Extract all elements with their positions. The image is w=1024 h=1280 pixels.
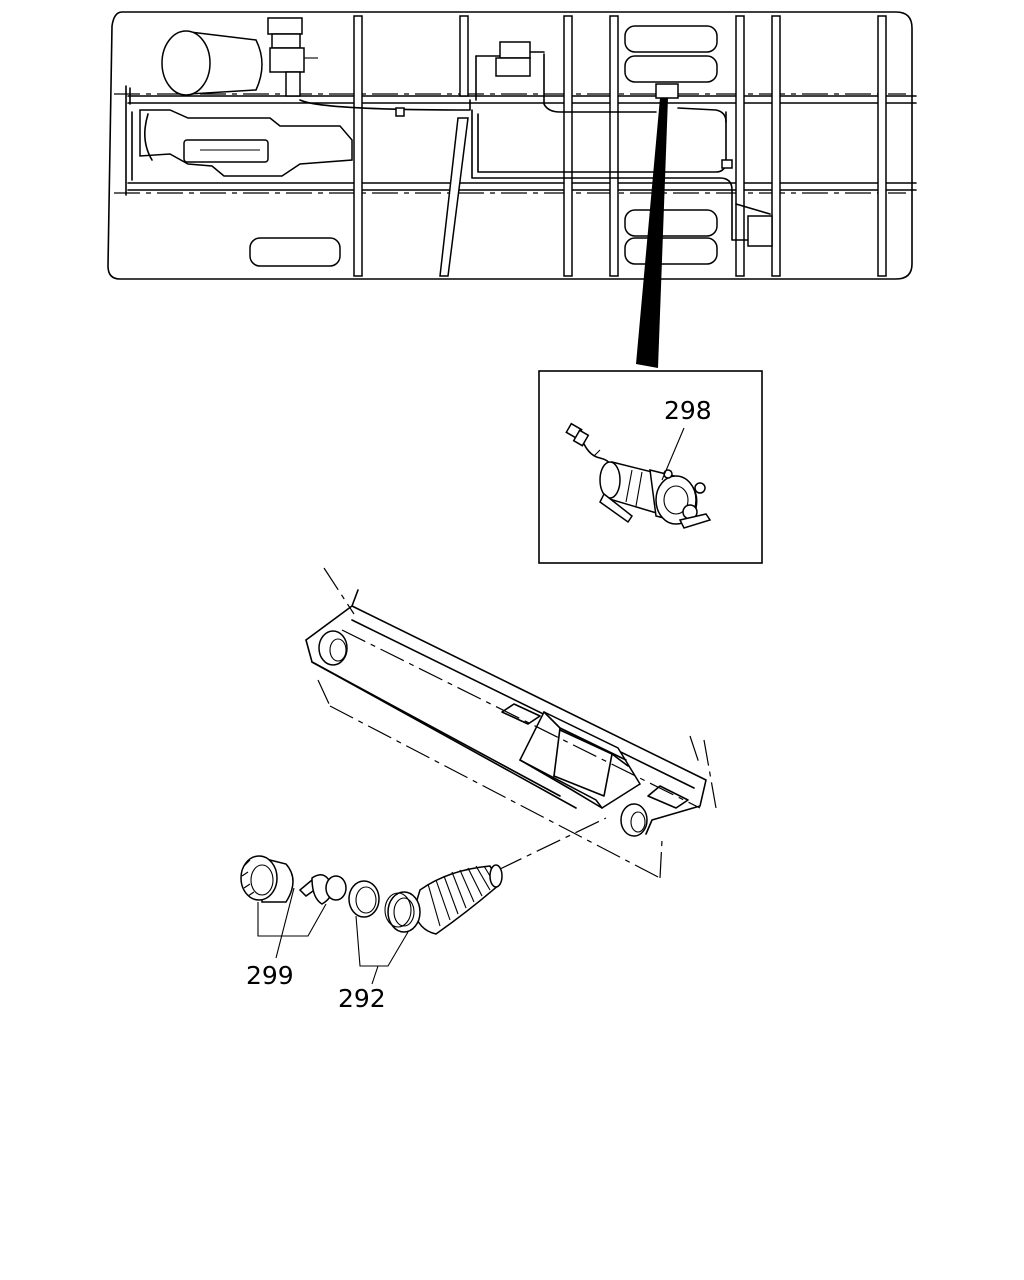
pump-location xyxy=(655,83,679,99)
fuel-tank-cylinder xyxy=(161,30,263,96)
callout-299-leader xyxy=(257,887,327,959)
fuel-lines xyxy=(299,51,773,247)
install-axis xyxy=(497,817,607,871)
detail-leader xyxy=(636,98,668,368)
floor-frame-section xyxy=(305,567,717,879)
engine-block xyxy=(125,85,353,196)
callout-298-leader xyxy=(661,427,685,481)
fuel-pump xyxy=(599,461,712,529)
duct-ring xyxy=(348,880,380,918)
callout-292-leader xyxy=(355,915,409,985)
duct-assembly: 299 292 xyxy=(240,817,607,1013)
callout-292: 292 xyxy=(338,984,386,1013)
mounting-hole-right xyxy=(620,803,648,837)
fuel-filter-module xyxy=(495,41,531,77)
callout-299: 299 xyxy=(246,961,294,990)
hose-clamp-set xyxy=(240,855,347,905)
mounting-hole-left xyxy=(318,630,348,666)
bellows-duct xyxy=(384,864,503,935)
callout-298: 298 xyxy=(664,396,712,425)
chassis-overview xyxy=(107,11,917,280)
cross-members xyxy=(353,15,887,277)
raised-bracket xyxy=(519,711,642,810)
pump-detail-box: 298 xyxy=(538,370,763,564)
valve-assembly xyxy=(267,17,318,97)
